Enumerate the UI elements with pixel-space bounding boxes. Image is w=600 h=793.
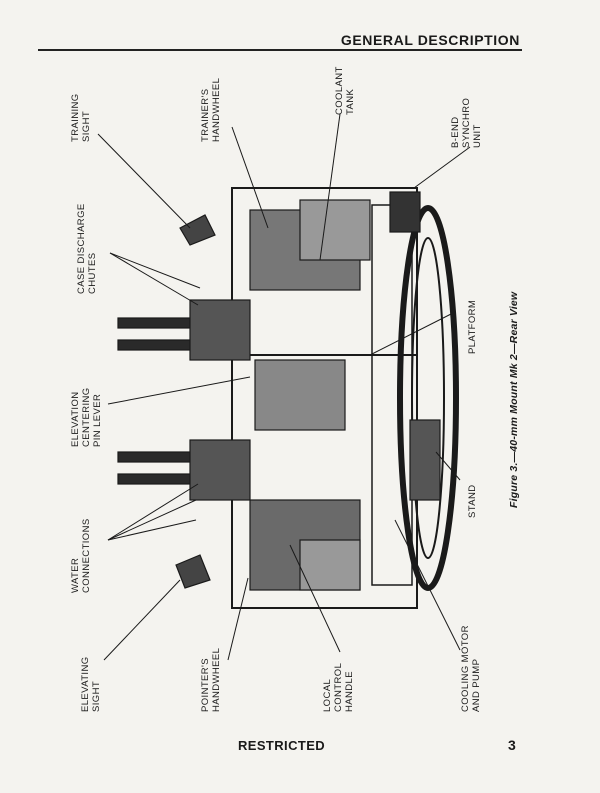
page-number: 3 [508, 737, 516, 753]
figure-caption: Figure 3.—40-mm Mount Mk 2—Rear View [508, 291, 520, 508]
b-end-synchro-label: B-END SYNCHRO UNIT [450, 97, 483, 148]
page-header-title: GENERAL DESCRIPTION [340, 32, 520, 48]
stand-label: STAND [467, 484, 478, 519]
local-control-handle-label: LOCAL CONTROL HANDLE [322, 662, 355, 712]
trainers-handwheel-label: TRAINER'S HANDWHEEL [200, 77, 222, 142]
footer-classification: RESTRICTED [238, 738, 326, 753]
coolant-tank-label: COOLANT TANK [334, 66, 356, 115]
header-rule [38, 49, 522, 51]
platform-label: PLATFORM [467, 299, 478, 354]
elevating-sight-label: ELEVATING SIGHT [80, 656, 102, 712]
training-sight-label: TRAINING SIGHT [70, 93, 92, 142]
water-connections-label: WATER CONNECTIONS [70, 518, 92, 593]
case-discharge-chutes-label: CASE DISCHARGE CHUTES [76, 203, 98, 294]
pointers-handwheel-label: POINTER'S HANDWHEEL [200, 647, 222, 712]
cooling-motor-pump-label: COOLING MOTOR AND PUMP [460, 625, 482, 712]
elevation-centering-pin-lever-label: ELEVATION CENTERING PIN LEVER [70, 387, 103, 447]
